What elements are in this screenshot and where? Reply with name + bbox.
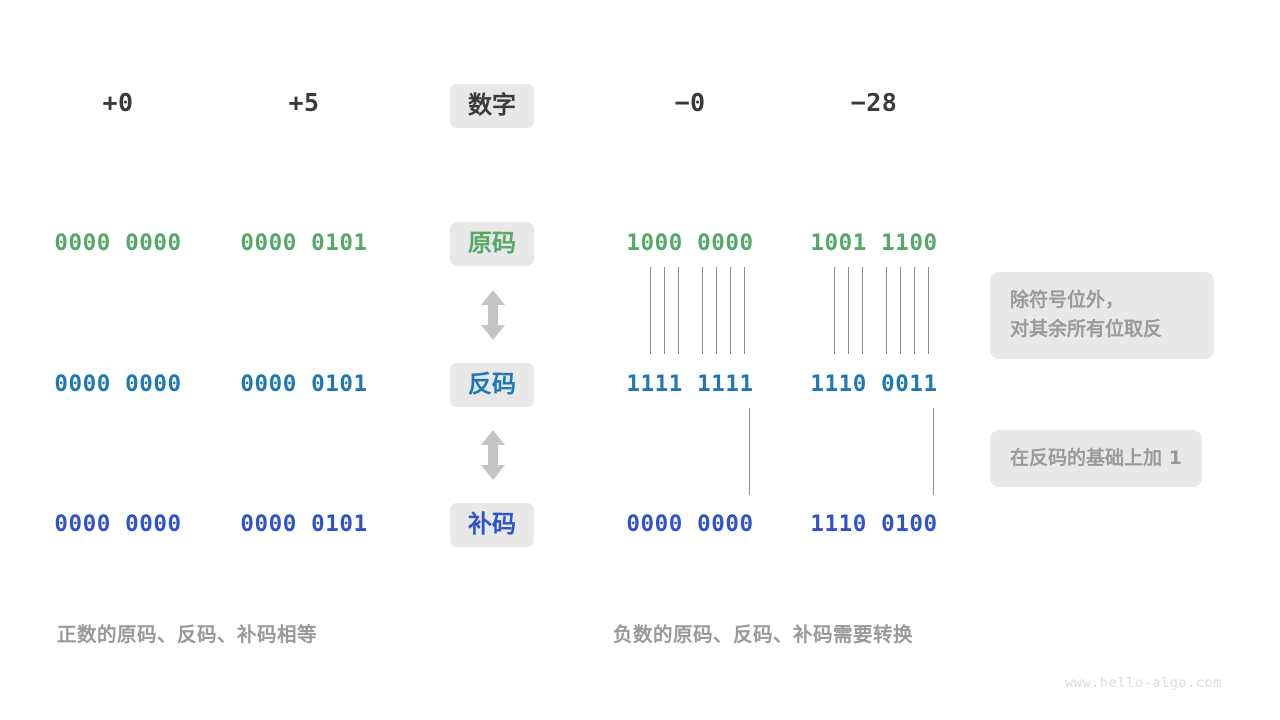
- caption-positive: 正数的原码、反码、补码相等: [57, 623, 318, 646]
- row-label-ones-complement: 反码: [450, 363, 534, 407]
- bits-ones-complement-pos-five: 0000 0101: [240, 371, 368, 397]
- connector-tick: [900, 267, 901, 354]
- connector-tick: [886, 267, 887, 354]
- bits-twos-complement-pos-five: 0000 0101: [240, 511, 368, 537]
- note-invert-bits: 除符号位外， 对其余所有位取反: [990, 272, 1214, 359]
- bits-sign-magnitude-pos-five: 0000 0101: [240, 230, 368, 256]
- bits-twos-complement-neg-28: 1110 0100: [810, 511, 938, 537]
- connector-tick: [730, 267, 731, 354]
- bits-sign-magnitude-neg-zero: 1000 0000: [626, 230, 754, 256]
- watermark-url: www.hello-algo.com: [1065, 675, 1223, 691]
- caption-negative: 负数的原码、反码、补码需要转换: [613, 623, 914, 646]
- connector-tick: [914, 267, 915, 354]
- double-arrow-vertical-icon-2: [478, 429, 508, 481]
- connector-tick: [928, 267, 929, 354]
- bits-ones-complement-pos-zero: 0000 0000: [54, 371, 182, 397]
- double-arrow-vertical-icon: [478, 289, 508, 341]
- row-label-twos-complement: 补码: [450, 503, 534, 547]
- row-label-sign-magnitude: 原码: [450, 222, 534, 266]
- connector-tick: [862, 267, 863, 354]
- bits-sign-magnitude-pos-zero: 0000 0000: [54, 230, 182, 256]
- bits-twos-complement-neg-zero: 0000 0000: [626, 511, 754, 537]
- connector-tick: [702, 267, 703, 354]
- bits-ones-complement-neg-28: 1110 0011: [810, 371, 938, 397]
- bits-sign-magnitude-neg-28: 1001 1100: [810, 230, 938, 256]
- connector-tick: [678, 267, 679, 354]
- column-header-pos-zero: +0: [102, 88, 134, 117]
- connector-tick: [848, 267, 849, 354]
- connector-tick: [716, 267, 717, 354]
- connector-tick: [744, 267, 745, 354]
- column-header-neg-28: −28: [850, 88, 898, 117]
- column-header-neg-zero: −0: [674, 88, 706, 117]
- bits-twos-complement-pos-zero: 0000 0000: [54, 511, 182, 537]
- row-label-number: 数字: [450, 84, 534, 128]
- bits-ones-complement-neg-zero: 1111 1111: [626, 371, 754, 397]
- connector-tick: [650, 267, 651, 354]
- connector-tick-lsb: [933, 408, 934, 495]
- connector-tick: [664, 267, 665, 354]
- note-add-one: 在反码的基础上加 1: [990, 430, 1202, 488]
- connector-tick: [834, 267, 835, 354]
- connector-tick-lsb: [749, 408, 750, 495]
- column-header-pos-five: +5: [288, 88, 320, 117]
